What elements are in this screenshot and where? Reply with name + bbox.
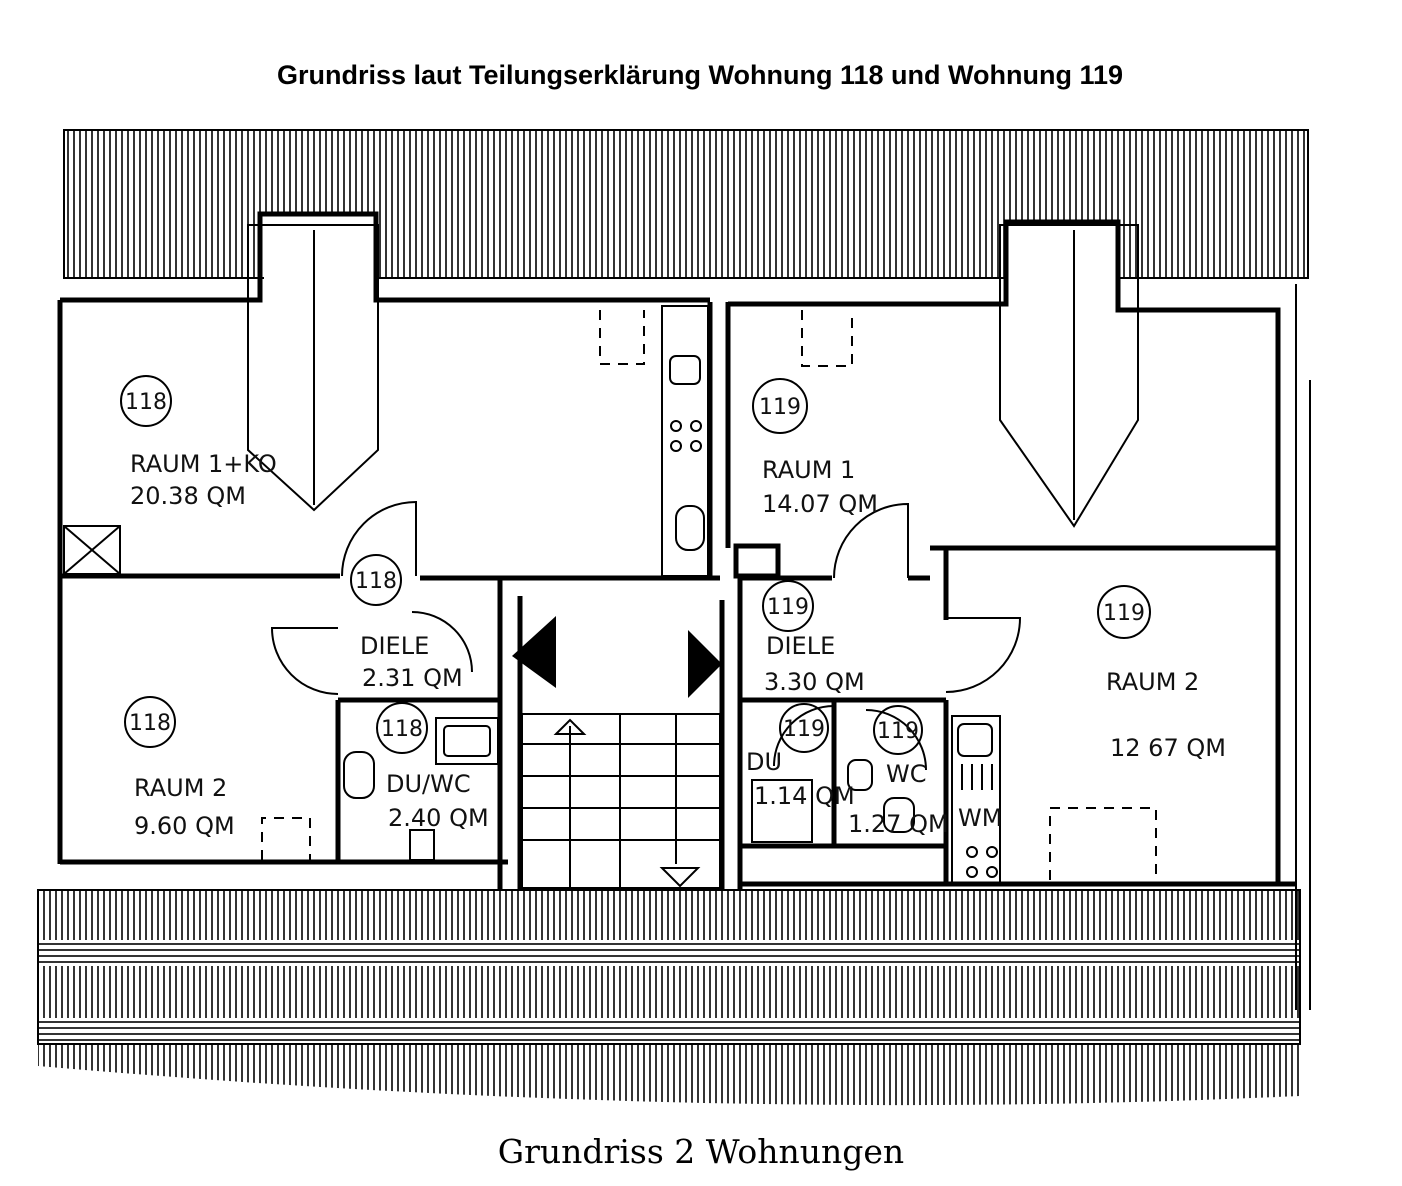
bath-fixtures-118 [343, 717, 499, 861]
unit-marker-119-raum2: 119 [1097, 585, 1151, 639]
wardrobe-119 [801, 310, 853, 367]
dormer-arrow-left [247, 224, 379, 512]
top-roof-hatch [63, 129, 1309, 284]
room-area-119-raum2: 12 67 QM [1110, 734, 1226, 762]
wardrobe-118 [261, 817, 311, 860]
svg-text:118: 118 [129, 711, 171, 736]
svg-text:119: 119 [877, 719, 919, 744]
room-name-118-raum1: RAUM 1+KO [130, 450, 277, 478]
plan-title: Grundriss laut Teilungserklärung Wohnung… [277, 60, 1123, 90]
door-swings [270, 500, 1022, 771]
svg-text:118: 118 [355, 569, 397, 594]
shaft-box-118 [63, 525, 121, 575]
kitchen-118 [599, 305, 709, 577]
room-area-118-raum1: 20.38 QM [130, 482, 246, 510]
svg-text:119: 119 [783, 717, 825, 742]
unit-marker-119-wc: 119 [873, 705, 923, 755]
washing-machine-label: WM [958, 804, 1002, 832]
caption: Grundriss 2 Wohnungen [497, 1132, 905, 1171]
svg-text:118: 118 [381, 717, 423, 742]
room-name-118-duwc: DU/WC [386, 770, 471, 798]
dormer-arrow-right [999, 224, 1139, 528]
unit-marker-119-raum1: 119 [752, 378, 808, 434]
unit-marker-118-raum1: 118 [120, 375, 172, 427]
unit-marker-118-raum2: 118 [124, 696, 176, 748]
bath-fixtures-119 [751, 715, 1157, 885]
svg-text:119: 119 [759, 395, 801, 420]
unit-marker-118-diele: 118 [350, 554, 402, 606]
outer-walls [57, 211, 1311, 1010]
room-name-118-diele: DIELE [360, 632, 429, 660]
floor-plan: Grundriss laut Teilungserklärung Wohnung… [37, 60, 1311, 1106]
room-area-119-du: 1.14 QM [754, 782, 855, 810]
unit-marker-119-du: 119 [779, 703, 829, 753]
unit-marker-119-diele: 119 [762, 580, 814, 632]
room-area-119-raum1: 14.07 QM [762, 490, 878, 518]
bottom-roof-hatch [37, 889, 1301, 1106]
room-name-119-raum1: RAUM 1 [762, 456, 855, 484]
room-area-118-diele: 2.31 QM [362, 664, 463, 692]
room-name-119-du: DU [746, 748, 782, 776]
svg-text:119: 119 [767, 595, 809, 620]
unit-marker-118-duwc: 118 [376, 702, 428, 754]
chimney [733, 543, 781, 579]
svg-text:119: 119 [1103, 601, 1145, 626]
room-name-119-wc: WC [886, 760, 927, 788]
room-area-119-diele: 3.30 QM [764, 668, 865, 696]
room-name-118-raum2: RAUM 2 [134, 774, 227, 802]
room-area-118-raum2: 9.60 QM [134, 812, 235, 840]
svg-text:118: 118 [125, 390, 167, 415]
room-area-118-duwc: 2.40 QM [388, 804, 489, 832]
room-name-119-raum2: RAUM 2 [1106, 668, 1199, 696]
room-area-119-wc: 1.27 QM [848, 810, 949, 838]
room-name-119-diele: DIELE [766, 632, 835, 660]
staircase [512, 616, 722, 889]
interior-walls [62, 302, 1278, 890]
